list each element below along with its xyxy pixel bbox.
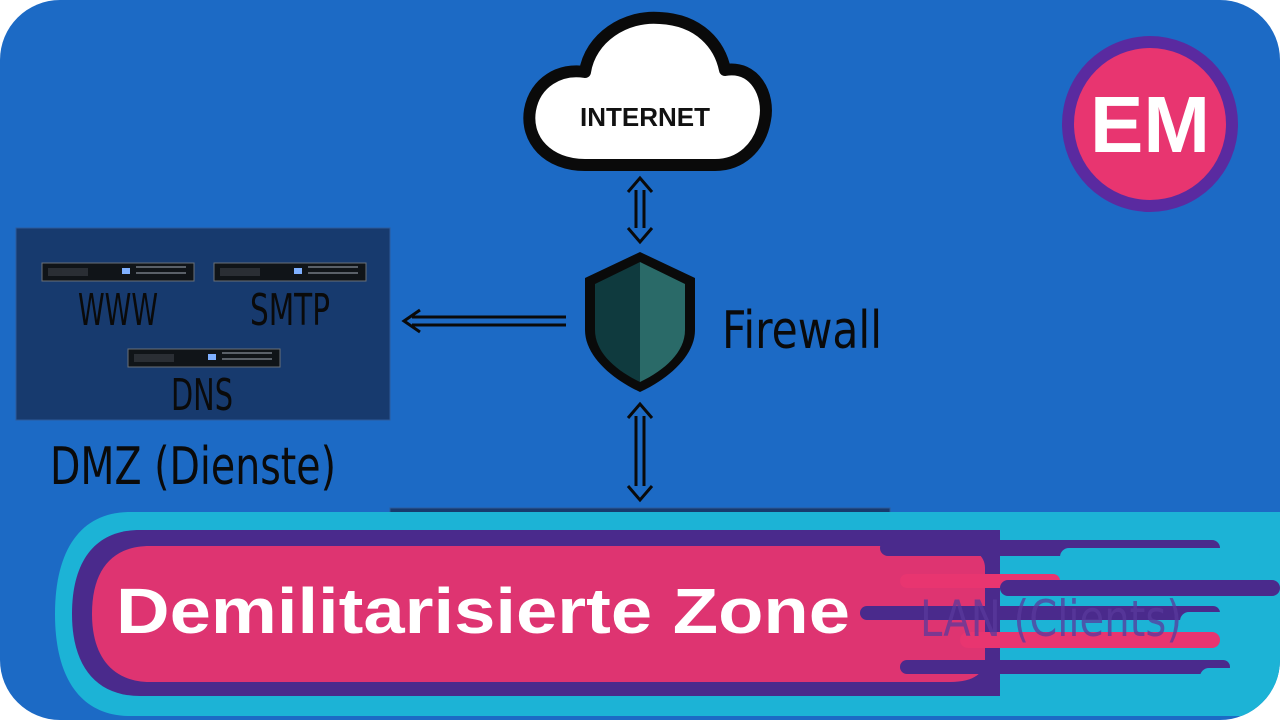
server-smtp-icon	[213, 262, 367, 282]
title-banner	[55, 512, 1280, 716]
arrow-internet-firewall	[626, 175, 654, 245]
lan-caption: LAN (Clients)	[920, 590, 1182, 648]
server-label-www: WWW	[78, 285, 158, 336]
banner-title: Demilitarisierte Zone	[116, 575, 850, 647]
server-label-dns: DNS	[171, 370, 233, 421]
arrow-firewall-dmz	[401, 308, 566, 334]
arrow-firewall-lan	[626, 401, 654, 503]
internet-cloud-icon: INTERNET	[523, 11, 772, 171]
server-label-smtp: SMTP	[250, 285, 330, 336]
internet-label: INTERNET	[580, 102, 710, 132]
em-logo-text: EM	[1090, 80, 1210, 169]
dmz-box: WWW SMTP DNS	[15, 227, 391, 421]
firewall-shield-icon	[585, 252, 695, 392]
em-logo: EM	[1062, 36, 1238, 212]
dmz-caption: DMZ (Dienste)	[50, 437, 336, 497]
server-dns-icon	[127, 348, 281, 368]
firewall-label: Firewall	[722, 301, 882, 361]
server-www-icon	[41, 262, 195, 282]
